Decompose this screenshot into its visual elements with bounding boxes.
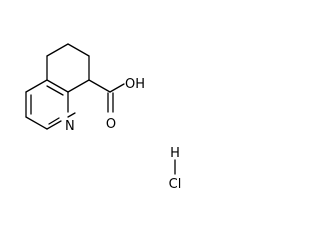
salt-hydrogen-label: H [170, 146, 180, 161]
structure-canvas: N OH O H Cl [0, 0, 194, 192]
chlorine-label: Cl [169, 177, 182, 192]
nitrogen-label: N [65, 119, 75, 134]
bond-c6-c7 [25, 116, 48, 130]
carbonyl-oxygen-label: O [106, 117, 116, 132]
bond-c8a-c4a-inner [46, 85, 64, 96]
bond-c7-n [46, 120, 62, 130]
molecule-drawing: N OH O H Cl [25, 43, 182, 192]
bond-c4a-c5 [25, 79, 48, 93]
hydroxyl-label: OH [125, 77, 145, 92]
bond-n-c8a [67, 112, 76, 118]
bond-carboxyl-oh [109, 83, 125, 93]
bond-c7-n-inner [48, 117, 60, 125]
bond-c8a-c4a [46, 79, 69, 93]
bond-ring-c [67, 43, 90, 57]
bond-c8-carboxyl [88, 79, 111, 93]
bonds [25, 43, 176, 175]
bond-ring-b [46, 43, 69, 57]
bond-ring-e [67, 79, 90, 93]
